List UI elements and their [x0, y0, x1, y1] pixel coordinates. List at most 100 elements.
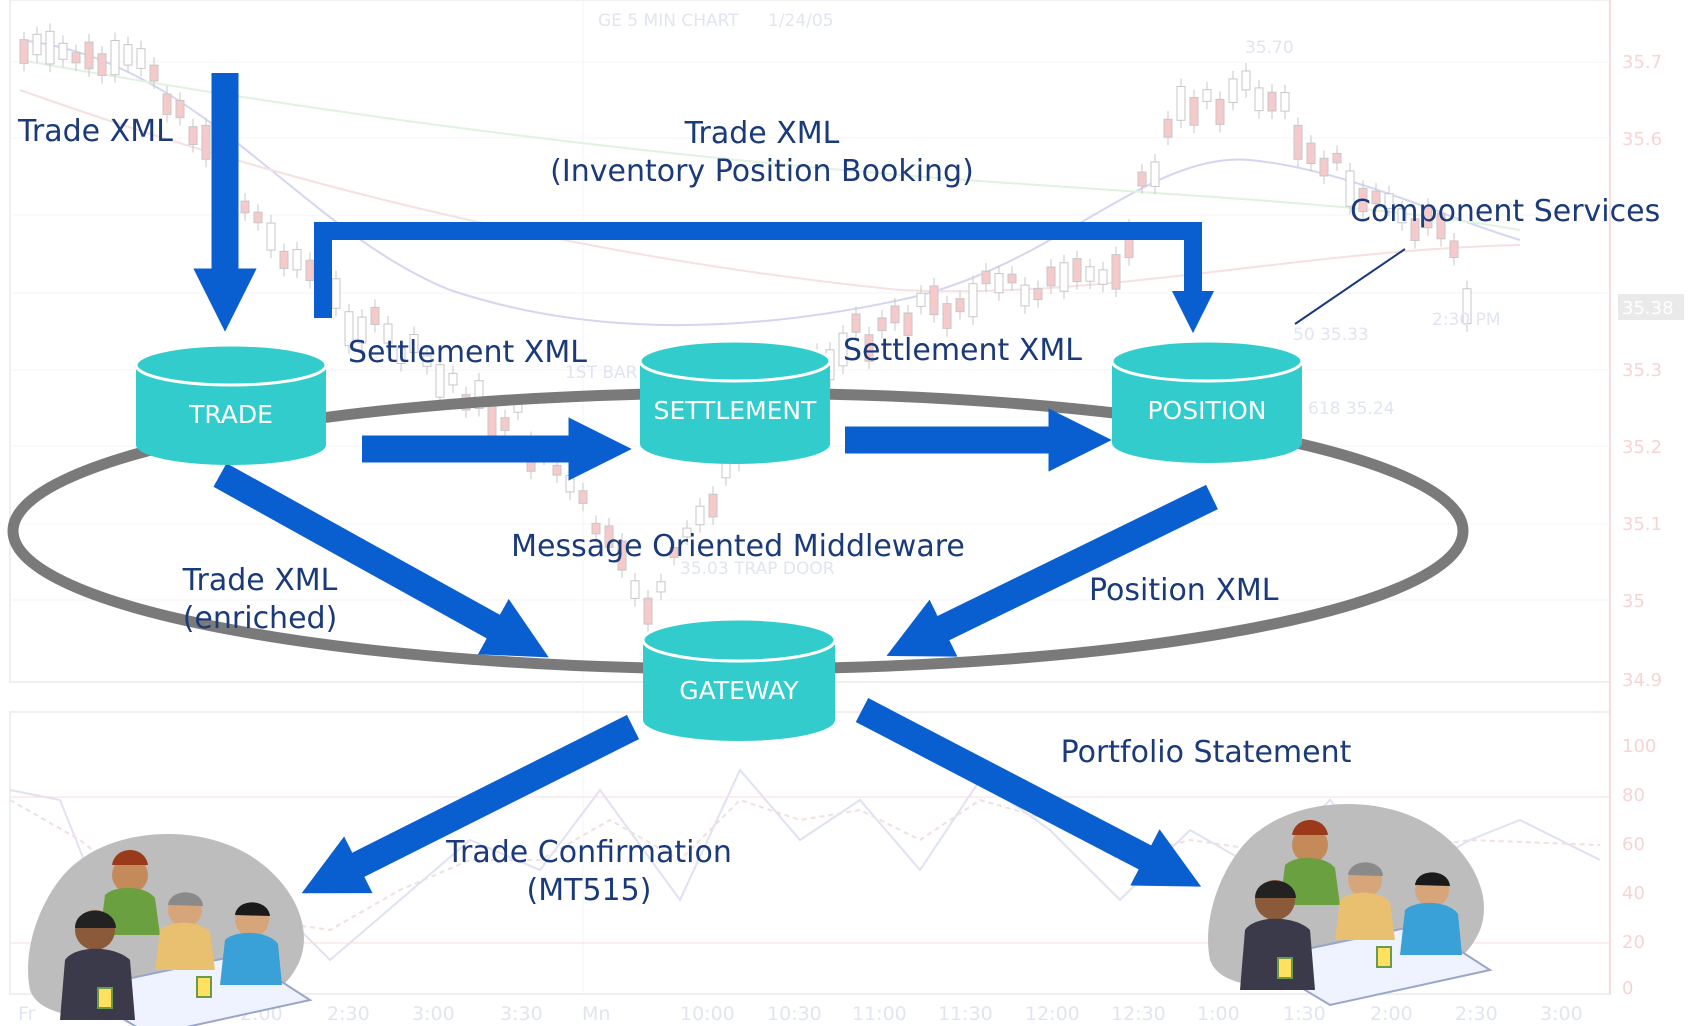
moving-average-line — [19, 89, 1521, 293]
meeting-clipart — [28, 833, 313, 1026]
candle-body — [864, 334, 874, 362]
candle-body — [409, 333, 419, 354]
candle-body — [305, 259, 315, 282]
candle-body — [1033, 288, 1043, 301]
candle-body — [955, 298, 965, 313]
label-trade-confirmation: Trade Confirmation — [445, 835, 732, 870]
time-tick: 2:30 — [1455, 1003, 1498, 1025]
candle-body — [565, 475, 575, 493]
label-trade-xml-in: Trade XML — [17, 114, 173, 149]
chart-date: 1/24/05 — [768, 11, 834, 31]
candle-body — [1332, 152, 1342, 164]
time-tick: 3:00 — [1540, 1003, 1583, 1025]
candle-body — [1371, 190, 1381, 204]
candle-body — [422, 355, 432, 367]
candle-body — [1228, 78, 1238, 104]
candle-body — [1163, 118, 1173, 138]
candle-body — [1319, 157, 1329, 177]
trade-database-label: TRADE — [188, 400, 273, 429]
oscillator-tick: 20 — [1622, 932, 1645, 953]
candle-body — [1410, 218, 1420, 241]
candle-body — [383, 323, 393, 344]
meeting-clipart — [1208, 803, 1493, 1007]
candle-body — [435, 364, 445, 398]
component-services-callout-line — [1294, 248, 1406, 325]
price-tick: 35 — [1622, 591, 1645, 612]
candle-body — [110, 40, 120, 76]
position-database: POSITION — [1110, 339, 1304, 463]
candle-body — [1007, 273, 1017, 284]
candle-body — [1436, 212, 1446, 240]
candle-body — [1384, 193, 1394, 210]
time-tick: Fr — [18, 1003, 36, 1025]
candle-body — [1358, 187, 1368, 213]
label-trade-xml-enriched: Trade XML — [182, 563, 338, 598]
candle-body — [487, 403, 497, 438]
candle-body — [45, 30, 55, 65]
candle-body — [19, 39, 29, 64]
time-tick: 2:30 — [327, 1003, 370, 1025]
price-annotation: 35.03 TRAP DOOR — [680, 559, 835, 579]
settlement-database: SETTLEMENT — [638, 339, 832, 464]
candle-body — [981, 270, 991, 285]
price-annotation: 618 35.24 — [1308, 399, 1395, 419]
price-tick: 35.7 — [1622, 52, 1662, 73]
candle-body — [994, 273, 1004, 294]
label-mt515: (MT515) — [527, 873, 652, 908]
candle-body — [97, 53, 107, 76]
candle-body — [877, 317, 887, 332]
candle-body — [1085, 266, 1095, 282]
price-annotation: 2:30 PM — [1432, 310, 1501, 330]
candle-body — [1423, 205, 1433, 229]
time-tick: 1:00 — [1197, 1003, 1240, 1025]
price-tick: 35.3 — [1622, 360, 1662, 381]
candle-body — [643, 597, 653, 625]
time-tick: 3:30 — [500, 1003, 543, 1025]
price-tick: 35.1 — [1622, 514, 1662, 535]
candle-body — [708, 493, 718, 518]
candle-body — [500, 417, 510, 431]
candle-body — [1306, 142, 1316, 164]
label-position-xml: Position XML — [1089, 573, 1279, 608]
candle-body — [682, 527, 692, 538]
candle-body — [149, 64, 159, 82]
candle-body — [1137, 171, 1147, 187]
candle-body — [1280, 92, 1290, 112]
candle-body — [162, 93, 172, 116]
label-portfolio-statement: Portfolio Statement — [1061, 735, 1352, 770]
arrow-position-xml — [886, 484, 1218, 657]
candle-body — [968, 283, 978, 318]
oscillator-tick: 0 — [1622, 978, 1633, 999]
candle-body — [201, 124, 211, 160]
price-annotation: 35.70 — [1245, 38, 1294, 58]
candle-body — [1098, 269, 1108, 285]
candle-body — [279, 250, 289, 269]
time-tick: 2:00 — [1370, 1003, 1413, 1025]
time-tick: 12:00 — [1025, 1003, 1080, 1025]
oscillator-tick: 100 — [1622, 736, 1656, 757]
candle-body — [1449, 240, 1459, 259]
price-tick: 34.9 — [1622, 670, 1662, 691]
candle-body — [396, 347, 406, 365]
candle-body — [1254, 87, 1264, 112]
candle-body — [1397, 208, 1407, 224]
candle-body — [240, 200, 250, 214]
oscillator-tick: 40 — [1622, 883, 1645, 904]
candle-body — [58, 42, 68, 60]
price-axis: 35.7 35.6 35.38 35.3 35.2 35.1 35 34.9 — [1618, 52, 1684, 691]
arrow-portfolio-statement — [855, 698, 1202, 887]
current-price-tick: 35.38 — [1622, 298, 1674, 319]
candle-body — [942, 303, 952, 329]
candle-body — [1072, 258, 1082, 283]
candle-body — [1345, 170, 1355, 207]
time-tick: 10:00 — [680, 1003, 735, 1025]
candle-body — [552, 464, 562, 476]
price-annotation: 1ST BAR — [565, 363, 638, 383]
settlement-database-label: SETTLEMENT — [654, 396, 818, 425]
label-trade-xml-booking: Trade XML — [684, 116, 840, 151]
arrow-trade-xml-enriched — [213, 463, 549, 658]
candle-body — [1215, 98, 1225, 125]
price-tick: 35.2 — [1622, 437, 1662, 458]
time-tick: 11:00 — [852, 1003, 907, 1025]
